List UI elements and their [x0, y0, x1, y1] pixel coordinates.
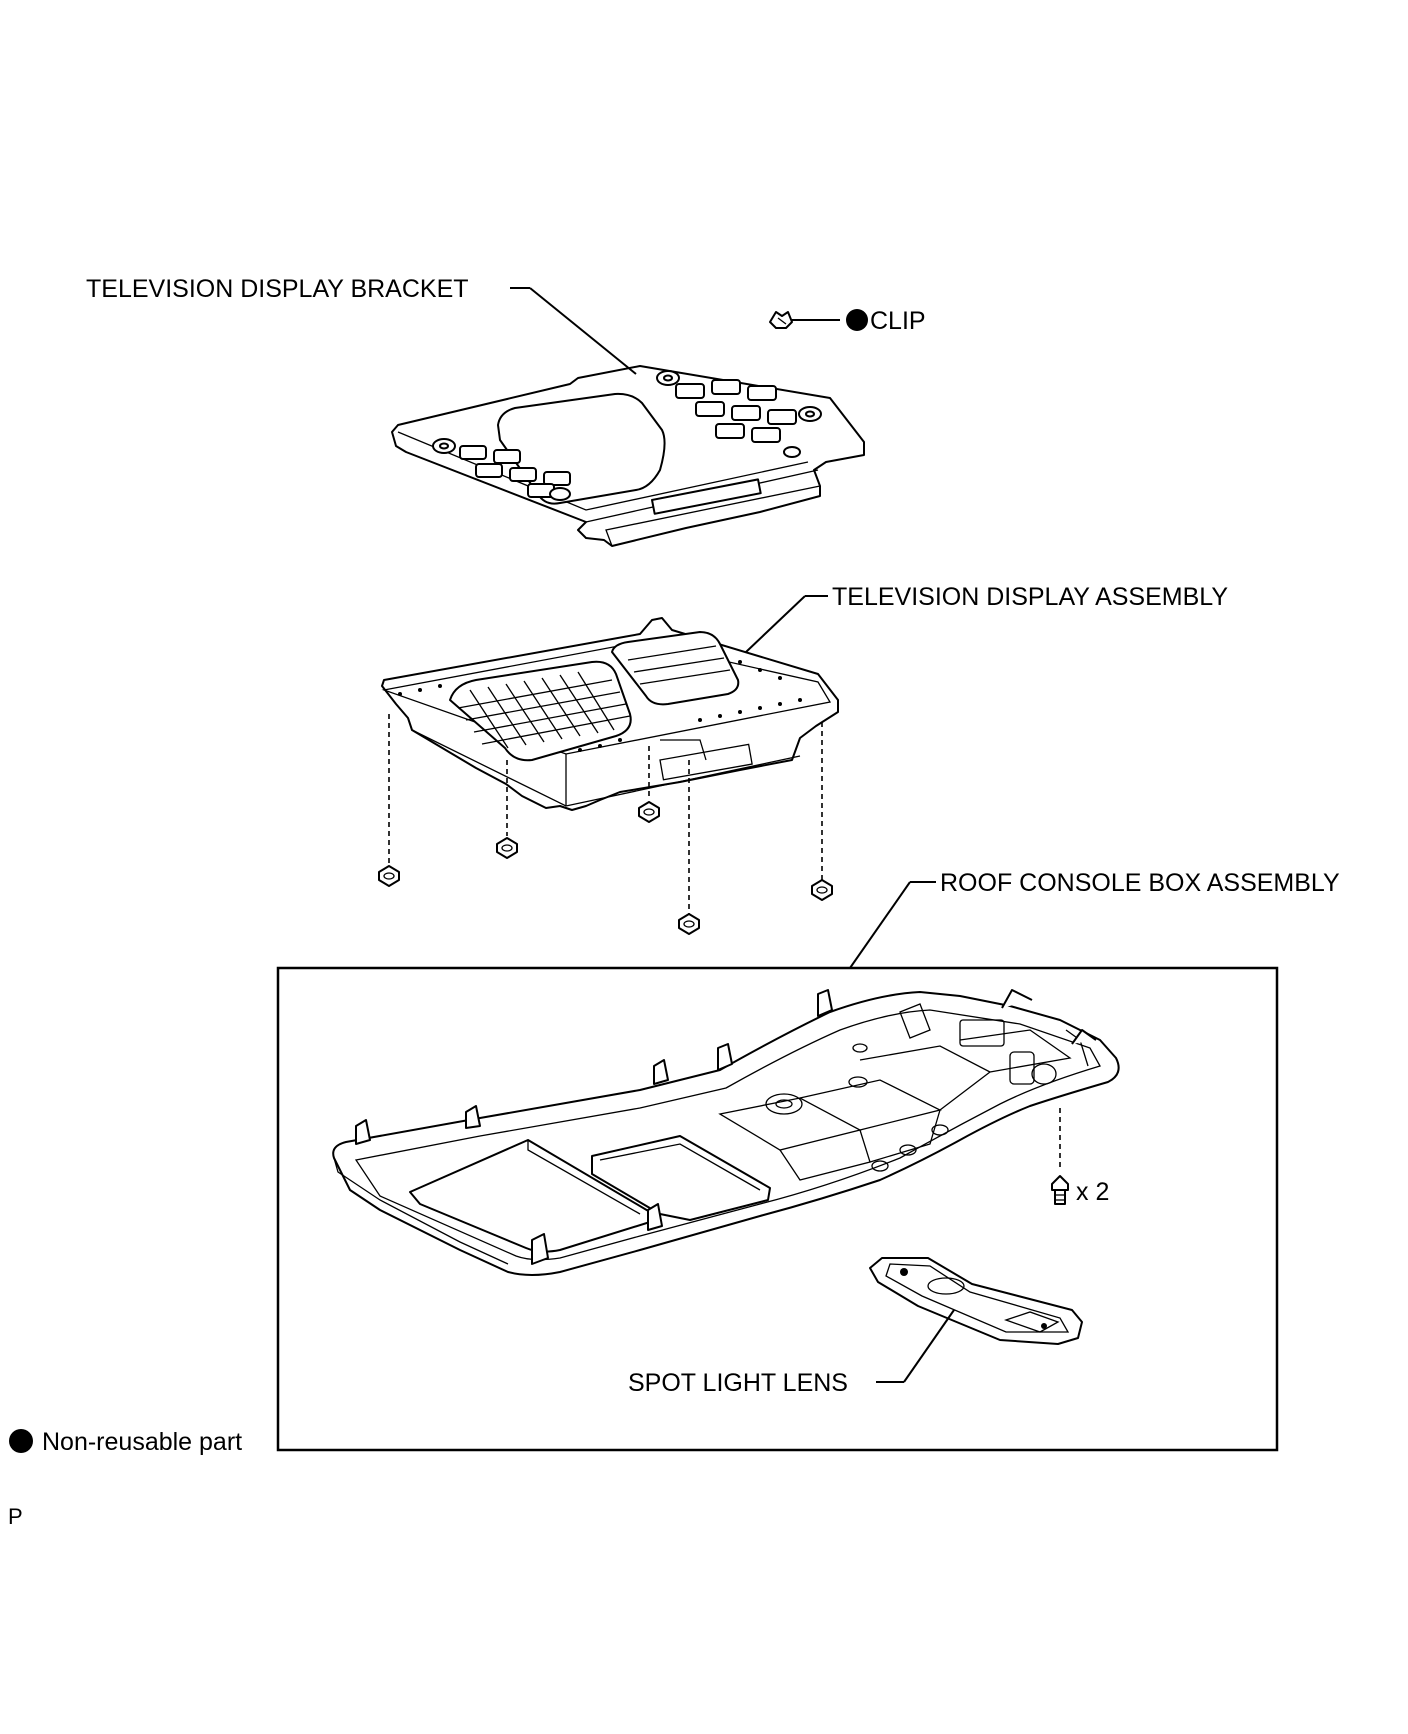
- label-roof-console-box-assembly: ROOF CONSOLE BOX ASSEMBLY: [940, 869, 1340, 897]
- footer-code: P: [8, 1504, 23, 1529]
- label-clip: CLIP: [870, 307, 926, 335]
- screw-icon: [496, 837, 518, 859]
- tv-display-assembly-part: [381, 617, 839, 811]
- screw-icon: [678, 913, 700, 935]
- roof-console-box-assembly-part: [332, 989, 1120, 1276]
- label-spot-light-lens: SPOT LIGHT LENS: [628, 1369, 848, 1397]
- non-reusable-marker-icon: [846, 309, 868, 331]
- label-tv-display-assembly: TELEVISION DISPLAY ASSEMBLY: [832, 583, 1228, 611]
- screw-icon: [378, 865, 400, 887]
- screw-icon: [638, 801, 660, 823]
- label-tv-display-bracket: TELEVISION DISPLAY BRACKET: [86, 275, 469, 303]
- fastener-icon: [1051, 1175, 1069, 1205]
- clip-icon: [769, 311, 793, 329]
- spot-light-lens-part: [869, 1257, 1083, 1345]
- roof-console-box-frame: [276, 966, 1279, 1452]
- non-reusable-legend-icon: [9, 1429, 33, 1453]
- legend-non-reusable: Non-reusable part: [42, 1428, 242, 1456]
- tv-display-bracket-part: [391, 365, 865, 547]
- screw-icon: [811, 879, 833, 901]
- label-fastener-quantity: x 2: [1076, 1178, 1109, 1206]
